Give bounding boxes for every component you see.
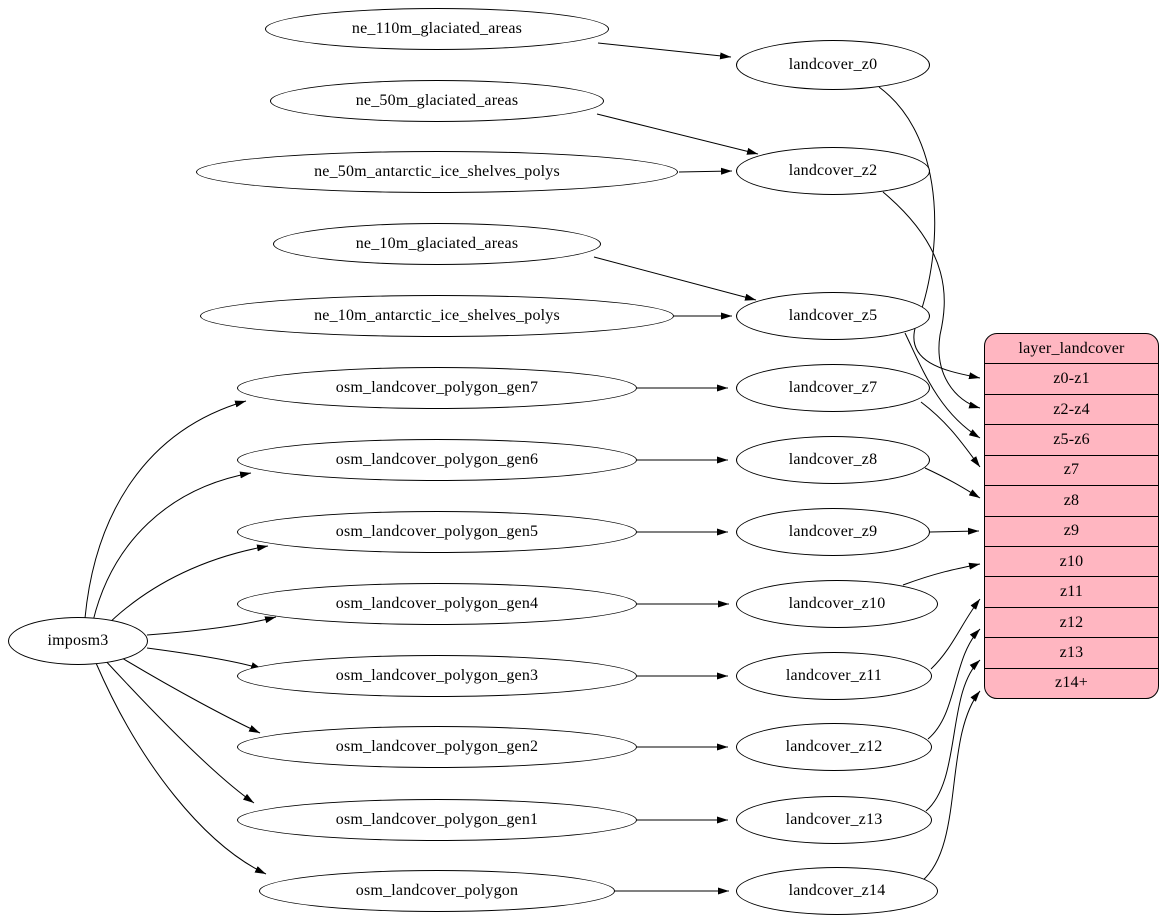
record-row-z7: z7 [985, 454, 1158, 485]
node-ne-110m-glaciated-areas: ne_110m_glaciated_areas [265, 8, 609, 50]
node-osm-landcover-polygon: osm_landcover_polygon [259, 870, 615, 912]
node-landcover-z11: landcover_z11 [736, 652, 932, 700]
edge-ne_50m_glaciated_areas-to-landcover_z2 [596, 113, 759, 155]
node-landcover-z10: landcover_z10 [736, 580, 938, 628]
record-row-z9: z9 [985, 515, 1158, 546]
edge-ne_10m_glaciated_areas-to-landcover_z5 [593, 256, 757, 301]
edge-landcover_z2-to-row-z2-z4 [882, 191, 981, 409]
edge-ne_50m_antarctic_ice_shelves_polys-to-landcover_z2 [678, 167, 733, 175]
record-row-z14plus: z14+ [985, 667, 1158, 698]
record-row-z11: z11 [985, 576, 1158, 606]
node-ne-50m-glaciated-areas: ne_50m_glaciated_areas [270, 80, 604, 122]
edge-imposm3-to-osm_landcover_polygon_gen3 [146, 647, 263, 670]
node-landcover-z0: landcover_z0 [736, 40, 930, 90]
node-landcover-z14: landcover_z14 [736, 867, 938, 915]
record-row-z2-z4: z2-z4 [985, 393, 1158, 424]
node-osm-landcover-polygon-gen3: osm_landcover_polygon_gen3 [237, 655, 637, 697]
edge-imposm3-to-osm_landcover_polygon_gen1 [102, 657, 255, 804]
node-osm-landcover-polygon-gen7: osm_landcover_polygon_gen7 [237, 367, 637, 409]
node-osm-landcover-polygon-gen5: osm_landcover_polygon_gen5 [237, 511, 637, 553]
node-landcover-z13: landcover_z13 [736, 796, 932, 844]
edge-imposm3-to-osm_landcover_polygon_gen5 [103, 544, 269, 629]
node-osm-landcover-polygon-gen4: osm_landcover_polygon_gen4 [237, 583, 637, 625]
node-layer-landcover: layer_landcover z0-z1 z2-z4 z5-z6 z7 z8 … [984, 333, 1159, 699]
record-row-z10: z10 [985, 545, 1158, 576]
record-title: layer_landcover [1018, 339, 1125, 357]
edge-imposm3-to-osm_landcover_polygon_gen7 [84, 400, 247, 619]
edge-landcover_z7-to-row-z7 [920, 401, 981, 468]
edge-landcover_z10-to-row-z10 [902, 562, 981, 586]
record-row-z0-z1: z0-z1 [985, 363, 1158, 393]
node-osm-landcover-polygon-gen6: osm_landcover_polygon_gen6 [237, 439, 637, 481]
node-ne-10m-antarctic-ice-shelves-polys: ne_10m_antarctic_ice_shelves_polys [200, 295, 674, 337]
record-row-z5-z6: z5-z6 [985, 424, 1158, 454]
node-osm-landcover-polygon-gen1: osm_landcover_polygon_gen1 [237, 799, 637, 841]
edge-landcover_z13-to-row-z13 [925, 659, 981, 812]
node-osm-landcover-polygon-gen2: osm_landcover_polygon_gen2 [237, 726, 637, 768]
edge-ne_110m_glaciated_areas-to-landcover_z0 [597, 42, 732, 60]
node-imposm3: imposm3 [8, 617, 148, 665]
edge-landcover_z14-to-row-z14plus [921, 690, 981, 882]
record-row-z13: z13 [985, 637, 1158, 667]
node-landcover-z2: landcover_z2 [736, 147, 930, 195]
edge-landcover_z12-to-row-z12 [927, 628, 981, 740]
node-landcover-z7: landcover_z7 [736, 364, 930, 412]
record-row-z8: z8 [985, 485, 1158, 515]
edge-landcover_z0-to-row-z0-z1 [878, 86, 981, 380]
node-ne-10m-glaciated-areas: ne_10m_glaciated_areas [273, 223, 601, 265]
edge-imposm3-to-osm_landcover_polygon_gen4 [146, 616, 277, 636]
edge-landcover_z8-to-row-z8 [924, 467, 981, 499]
edge-imposm3-to-osm_landcover_polygon_gen2 [111, 651, 261, 734]
node-ne-50m-antarctic-ice-shelves-polys: ne_50m_antarctic_ice_shelves_polys [196, 151, 678, 193]
record-row-z12: z12 [985, 606, 1158, 637]
edge-landcover_z5-to-row-z5-z6 [904, 332, 981, 439]
edge-imposm3-to-osm_landcover_polygon_gen6 [92, 471, 252, 622]
node-landcover-z8: landcover_z8 [736, 436, 930, 484]
edge-landcover_z9-to-row-z9 [929, 527, 980, 535]
edge-landcover_z11-to-row-z11 [930, 598, 981, 670]
edge-imposm3-to-osm_landcover_polygon [95, 662, 267, 875]
node-landcover-z12: landcover_z12 [736, 723, 932, 771]
node-landcover-z9: landcover_z9 [736, 508, 930, 556]
node-landcover-z5: landcover_z5 [736, 292, 930, 340]
